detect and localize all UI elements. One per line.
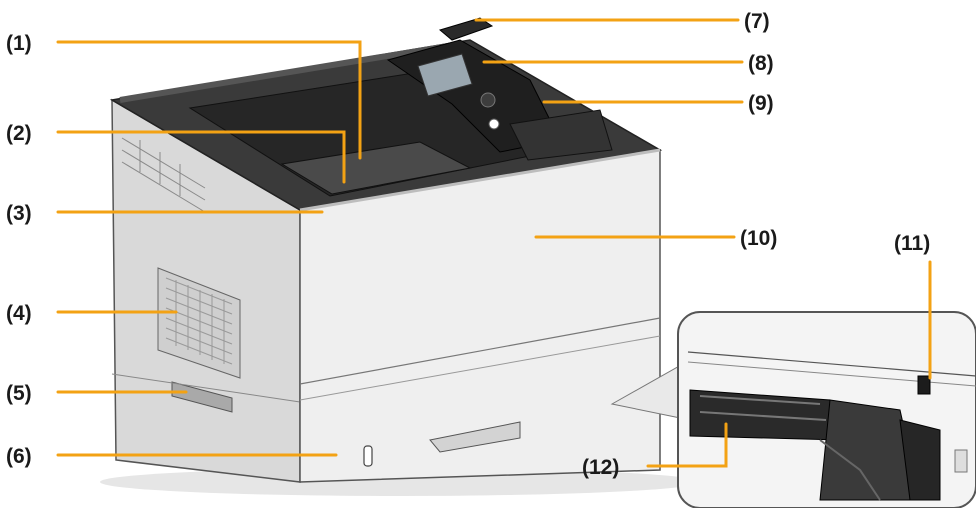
callout-label-10: (10) [740,227,777,250]
paper-drawer-handle [429,421,521,453]
leader-lines [56,18,932,468]
inset-detail-view [610,311,976,508]
callout-label-7: (7) [744,10,770,33]
callout-label-6: (6) [6,445,32,468]
front-cover-button [509,109,613,161]
callout-label-4: (4) [6,302,32,325]
callout-label-3: (3) [6,202,32,225]
printer-illustration [100,17,700,496]
leader-line-12 [646,422,728,468]
callout-label-12: (12) [582,456,619,479]
paper-stopper [280,141,472,195]
right-side-vent [157,267,241,379]
callout-label-2: (2) [6,122,32,145]
side-vent-grille [121,137,206,213]
leader-line-2 [56,130,346,184]
callout-label-5: (5) [6,382,32,405]
callout-label-8: (8) [748,52,774,75]
callout-label-11: (11) [894,232,930,255]
callout-label-9: (9) [748,92,774,115]
leader-line-1 [56,40,362,160]
ok-key [480,92,496,108]
top-handle [438,17,494,41]
callout-labels: (1) (2) (3) (4) (5) (6) (7) (8) (9) (10)… [6,10,930,479]
display-screen [417,53,473,97]
callout-label-1: (1) [6,32,32,55]
paper-level-indicator [363,445,373,467]
